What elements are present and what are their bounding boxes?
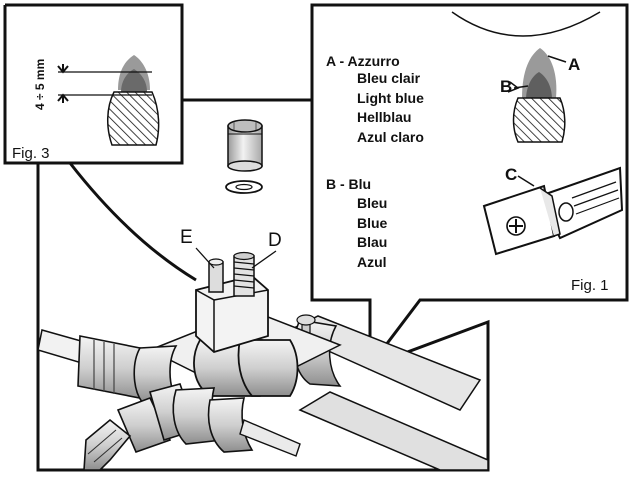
fig3-caption: Fig. 3 <box>12 145 50 162</box>
fig1-callout: B A A - Azzurro Bleu clair Light blue He… <box>310 3 629 371</box>
legend-a-translation: Bleu clair <box>357 70 421 86</box>
fig3-burner-tip <box>107 91 160 146</box>
fig3-measure-label: 4 ÷ 5 mm <box>33 59 47 110</box>
legend-b-translation: Blau <box>357 234 387 250</box>
burner-assembly <box>37 251 489 471</box>
legend-a-translation: Hellblau <box>357 109 411 125</box>
label-d: D <box>268 230 282 251</box>
fig1-flame-label-b: B <box>500 77 512 96</box>
legend-a-key: A - Azzurro <box>326 53 400 69</box>
nozzle-washer-parts <box>225 119 263 194</box>
fig1-label-c: C <box>505 165 517 184</box>
legend-b-translation: Blue <box>357 215 388 231</box>
fig1-burner-tip <box>512 97 566 143</box>
electrode-bracket-illustration <box>482 166 624 256</box>
label-e: E <box>180 227 193 248</box>
fig3-callout: 4 ÷ 5 mm Fig. 3 <box>3 3 197 282</box>
fig1-caption: Fig. 1 <box>571 277 609 294</box>
legend-b-key: B - Blu <box>326 176 371 192</box>
thermocouple-e <box>208 261 224 293</box>
fig1-flame-label-a: A <box>568 55 580 74</box>
legend-a-translation: Azul claro <box>357 129 424 145</box>
legend-b-translation: Bleu <box>357 195 387 211</box>
legend-b-translation: Azul <box>357 254 387 270</box>
legend-a-translation: Light blue <box>357 90 424 106</box>
nozzle-d <box>233 251 255 297</box>
